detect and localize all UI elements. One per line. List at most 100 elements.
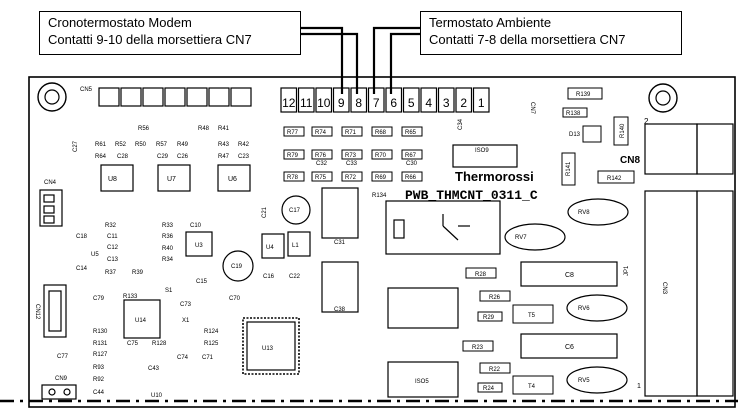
callout-room-thermostat: Termostato Ambiente Contatti 7-8 della m… bbox=[420, 11, 682, 55]
u7-label: U7 bbox=[167, 176, 176, 183]
r36-label: R36 bbox=[162, 234, 174, 240]
cn4-connector bbox=[39, 189, 63, 227]
r57-label: R57 bbox=[156, 142, 168, 148]
r47-label: R47 bbox=[218, 154, 230, 160]
r92-label: R92 bbox=[93, 377, 105, 383]
c22-label: C22 bbox=[289, 274, 301, 280]
r93-label: R93 bbox=[93, 365, 105, 371]
cn5-connector bbox=[98, 87, 252, 107]
r71-label: R71 bbox=[345, 130, 357, 136]
cn12-connector bbox=[43, 284, 67, 338]
c14-label: C14 bbox=[76, 266, 88, 272]
r48-label: R48 bbox=[198, 126, 210, 132]
cn4-label: CN4 bbox=[44, 180, 57, 186]
cn7-pin-7 bbox=[367, 87, 385, 113]
callout-left-line2: Contatti 9-10 della morsettiera CN7 bbox=[48, 32, 252, 47]
r22-label: R22 bbox=[489, 367, 501, 373]
c70-label: C70 bbox=[229, 296, 241, 302]
r66-label: R66 bbox=[405, 175, 417, 181]
cn7-pin-10 bbox=[315, 87, 333, 113]
brand-label: Thermorossi bbox=[455, 169, 534, 184]
r142-label: R142 bbox=[607, 176, 622, 182]
rv7-label: RV7 bbox=[515, 235, 527, 241]
c31-label: C31 bbox=[334, 240, 346, 246]
cn7-pin-4 bbox=[420, 87, 438, 113]
r68-label: R68 bbox=[375, 130, 387, 136]
cn7-pin-label: 10 bbox=[317, 96, 331, 110]
cn3-label: CN3 bbox=[661, 282, 667, 295]
electrolytic-caps bbox=[222, 195, 311, 282]
c38-label: C38 bbox=[334, 307, 346, 313]
c15-label: C15 bbox=[196, 279, 208, 285]
large-capacitors bbox=[520, 261, 618, 359]
r79-label: R79 bbox=[287, 153, 299, 159]
c12-label: C12 bbox=[107, 245, 119, 251]
r29-label: R29 bbox=[483, 315, 495, 321]
c19-label: C19 bbox=[231, 264, 243, 270]
r43-label: R43 bbox=[218, 142, 230, 148]
u13-label: U13 bbox=[262, 346, 274, 352]
r125-label: R125 bbox=[204, 341, 219, 347]
r39-label: R39 bbox=[132, 270, 144, 276]
cn7-pin-label: 4 bbox=[425, 96, 432, 110]
c11-label: C11 bbox=[107, 234, 118, 240]
c32-label: C32 bbox=[316, 161, 328, 167]
r127-label: R127 bbox=[93, 352, 108, 358]
r56-label: R56 bbox=[138, 126, 150, 132]
relay bbox=[385, 200, 501, 255]
cn7-pin-9 bbox=[332, 87, 350, 113]
c33-label: C33 bbox=[346, 161, 358, 167]
c18-label: C18 bbox=[76, 234, 88, 240]
r52-label: R52 bbox=[115, 142, 127, 148]
t4-label: T4 bbox=[528, 384, 536, 390]
callout-leaders bbox=[300, 26, 420, 94]
rv8-label: RV8 bbox=[578, 210, 590, 216]
cn7-pin-label: 9 bbox=[338, 96, 345, 110]
mounting-hole-right bbox=[648, 83, 678, 113]
r69-label: R69 bbox=[375, 175, 387, 181]
callout-right-line1: Termostato Ambiente bbox=[429, 15, 552, 30]
u14-label: U14 bbox=[135, 318, 147, 324]
c8-label: C8 bbox=[565, 272, 574, 279]
u13-chip bbox=[242, 317, 300, 375]
c6-label: C6 bbox=[565, 344, 574, 351]
rv5-label: RV5 bbox=[578, 378, 590, 384]
u8-label: U8 bbox=[108, 176, 117, 183]
cn7-pin-label: 7 bbox=[373, 96, 380, 110]
iso9-optocoupler bbox=[452, 144, 518, 168]
cn9-label: CN9 bbox=[55, 376, 68, 382]
c28-label: C28 bbox=[117, 154, 129, 160]
r128-label: R128 bbox=[152, 341, 167, 347]
cn7-pin-label: 8 bbox=[355, 96, 362, 110]
r72-label: R72 bbox=[345, 175, 357, 181]
r141-label: R141 bbox=[566, 161, 572, 176]
cn7-pin-1 bbox=[472, 87, 490, 113]
c10-label: C10 bbox=[190, 223, 202, 229]
r131-label: R131 bbox=[93, 341, 108, 347]
cn12-label: CN12 bbox=[34, 304, 40, 320]
cn9-connector bbox=[41, 384, 77, 400]
r65-label: R65 bbox=[405, 130, 417, 136]
jp1-label: JP1 bbox=[624, 265, 630, 276]
pin-one-mark: 1 bbox=[637, 383, 641, 390]
model-label: PWB_THMCNT_0311_C bbox=[405, 188, 538, 203]
c29-label: C29 bbox=[157, 154, 169, 160]
r23-label: R23 bbox=[472, 345, 484, 351]
upper-right-parts bbox=[561, 87, 635, 186]
callout-left-line1: Cronotermostato Modem bbox=[48, 15, 192, 30]
regulator bbox=[261, 231, 311, 259]
r34-label: R34 bbox=[162, 257, 174, 263]
r75-label: R75 bbox=[315, 175, 327, 181]
r42-label: R42 bbox=[238, 142, 250, 148]
r130-label: R130 bbox=[93, 329, 108, 335]
r50-label: R50 bbox=[135, 142, 147, 148]
r74-label: R74 bbox=[315, 130, 327, 136]
c75-label: C75 bbox=[127, 341, 139, 347]
c34-label: C34 bbox=[458, 118, 464, 130]
lower-relays bbox=[321, 187, 459, 398]
c79-label: C79 bbox=[93, 296, 105, 302]
resistor-matrix bbox=[283, 126, 423, 182]
cn7-pin-3 bbox=[437, 87, 455, 113]
